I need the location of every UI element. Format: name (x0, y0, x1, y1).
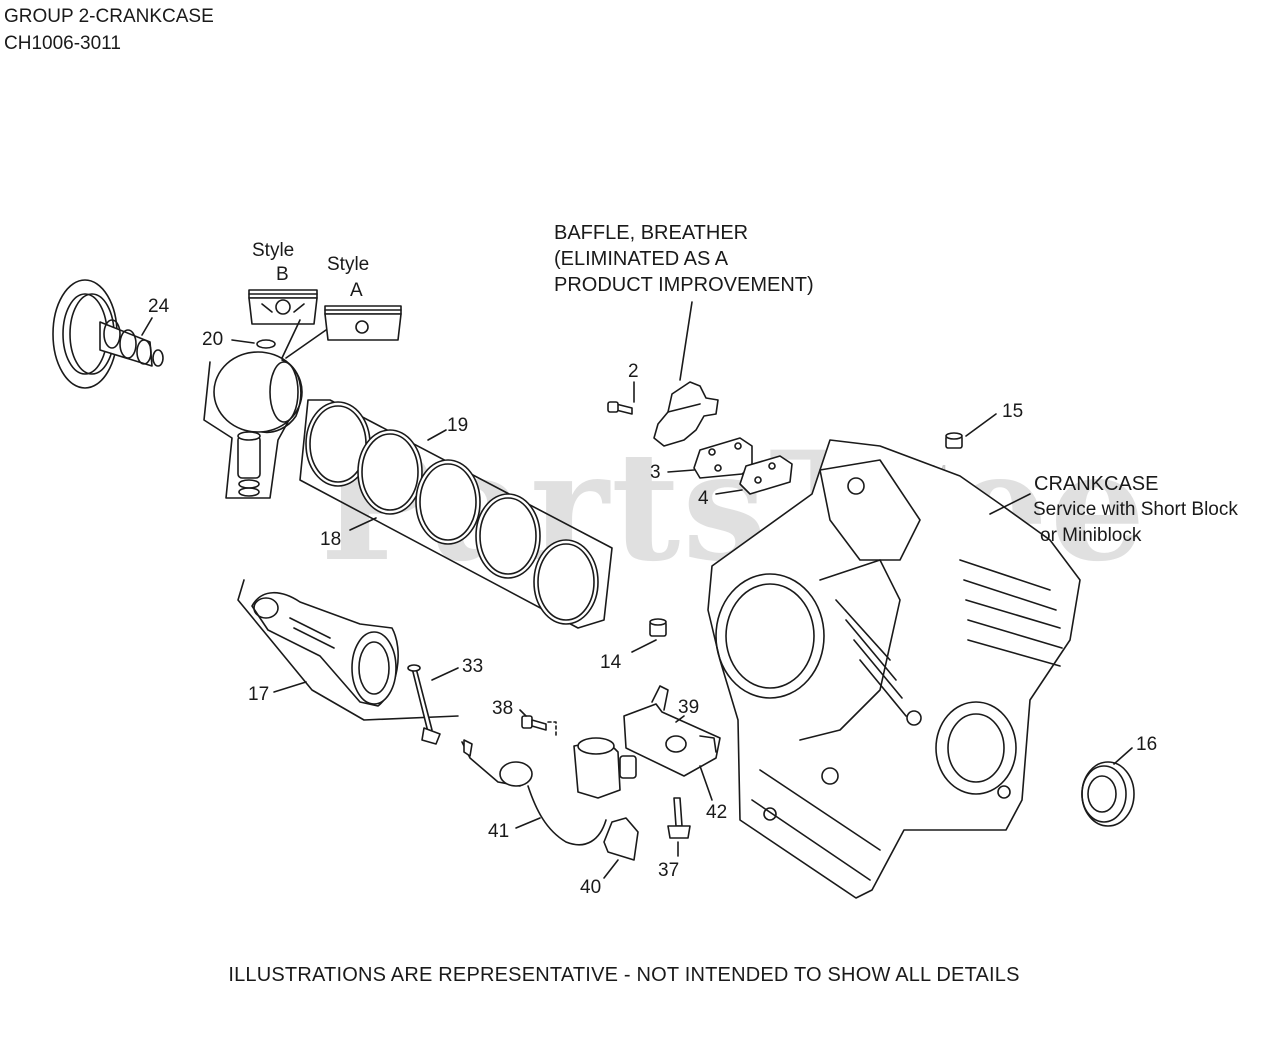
crankcase-note-line2: or Miniblock (1040, 525, 1142, 546)
leader-baffle (679, 301, 693, 381)
leader-crankcase (989, 493, 1031, 515)
leader-3 (667, 469, 695, 473)
callout-33[interactable]: 33 (462, 656, 484, 677)
callout-14[interactable]: 14 (600, 652, 622, 673)
piston-style-a[interactable] (324, 305, 402, 341)
callout-17[interactable]: 17 (248, 684, 270, 705)
callout-4[interactable]: 4 (698, 488, 709, 509)
diagram-group-title: GROUP 2-CRANKCASE (4, 6, 214, 27)
connecting-rod-part[interactable] (251, 591, 399, 707)
callout-38[interactable]: 38 (492, 698, 514, 719)
style-a-letter: A (350, 280, 363, 301)
style-a-word: Style (327, 254, 370, 275)
callout-2[interactable]: 2 (628, 361, 639, 382)
leader-style (281, 319, 301, 359)
oil-seal-part[interactable] (1081, 761, 1135, 827)
piston-style-b[interactable] (248, 289, 318, 325)
screw-part-37[interactable] (667, 797, 691, 839)
callout-39[interactable]: 39 (678, 697, 700, 718)
callout-41[interactable]: 41 (488, 821, 510, 842)
callout-3[interactable]: 3 (650, 462, 661, 483)
leader-38-dashed (547, 721, 557, 739)
crankcase-note-line1: Service with Short Block (1033, 499, 1238, 520)
callout-20[interactable]: 20 (202, 329, 224, 350)
callout-37[interactable]: 37 (658, 860, 680, 881)
callout-19[interactable]: 19 (447, 415, 469, 436)
dowel-pin-part-15[interactable] (945, 432, 963, 449)
fuel-solenoid-part[interactable] (461, 737, 637, 846)
leader-16 (1113, 747, 1133, 765)
dowel-pin-part-14[interactable] (649, 618, 667, 637)
leader-18 (349, 517, 377, 531)
leader-24 (141, 317, 153, 336)
rod-bolt-part[interactable] (407, 664, 441, 745)
camshaft-part[interactable] (52, 279, 164, 389)
leader-14 (631, 639, 657, 653)
crankcase-part[interactable] (707, 439, 1081, 899)
screw-part-2[interactable] (607, 401, 633, 415)
leader-19 (427, 429, 447, 441)
style-b-word: Style (252, 240, 295, 261)
piston-pin-part[interactable] (237, 431, 261, 497)
rod-group-outline (237, 579, 459, 721)
leader-38 (519, 709, 527, 717)
callout-24[interactable]: 24 (148, 296, 170, 317)
screw-part-38[interactable] (521, 715, 547, 731)
crankcase-note-title: CRANKCASE (1034, 473, 1159, 495)
leader-41 (515, 817, 541, 829)
leader-4 (715, 489, 743, 495)
circlip-part (256, 339, 276, 349)
piston-group-outline (203, 361, 301, 499)
diagram-model-number: CH1006-3011 (4, 33, 121, 54)
callout-40[interactable]: 40 (580, 877, 602, 898)
leader-42 (699, 765, 713, 801)
ring-set-outline (299, 399, 613, 629)
callout-18[interactable]: 18 (320, 529, 342, 550)
leader-20 (231, 339, 255, 344)
baffle-note-line2: (ELIMINATED AS A (554, 248, 729, 270)
breather-cover-part-4[interactable] (739, 455, 793, 495)
leader-17 (273, 681, 307, 693)
leader-15 (965, 413, 997, 437)
bracket-part-39[interactable] (623, 685, 721, 777)
callout-16[interactable]: 16 (1136, 734, 1158, 755)
footer-disclaimer: ILLUSTRATIONS ARE REPRESENTATIVE - NOT I… (228, 964, 1020, 986)
callout-15[interactable]: 15 (1002, 401, 1024, 422)
breather-baffle-part[interactable] (653, 381, 719, 447)
clip-part-40[interactable] (603, 817, 639, 861)
leader-33 (431, 667, 459, 681)
baffle-note-line1: BAFFLE, BREATHER (554, 222, 749, 244)
style-b-letter: B (276, 264, 289, 285)
leader-39 (675, 715, 685, 723)
callout-42[interactable]: 42 (706, 802, 728, 823)
leader-40 (603, 859, 619, 879)
baffle-note-line3: PRODUCT IMPROVEMENT) (554, 274, 814, 296)
leader-style-a (285, 329, 327, 359)
piston-part[interactable] (213, 351, 303, 434)
piston-ring-set[interactable] (305, 401, 599, 625)
